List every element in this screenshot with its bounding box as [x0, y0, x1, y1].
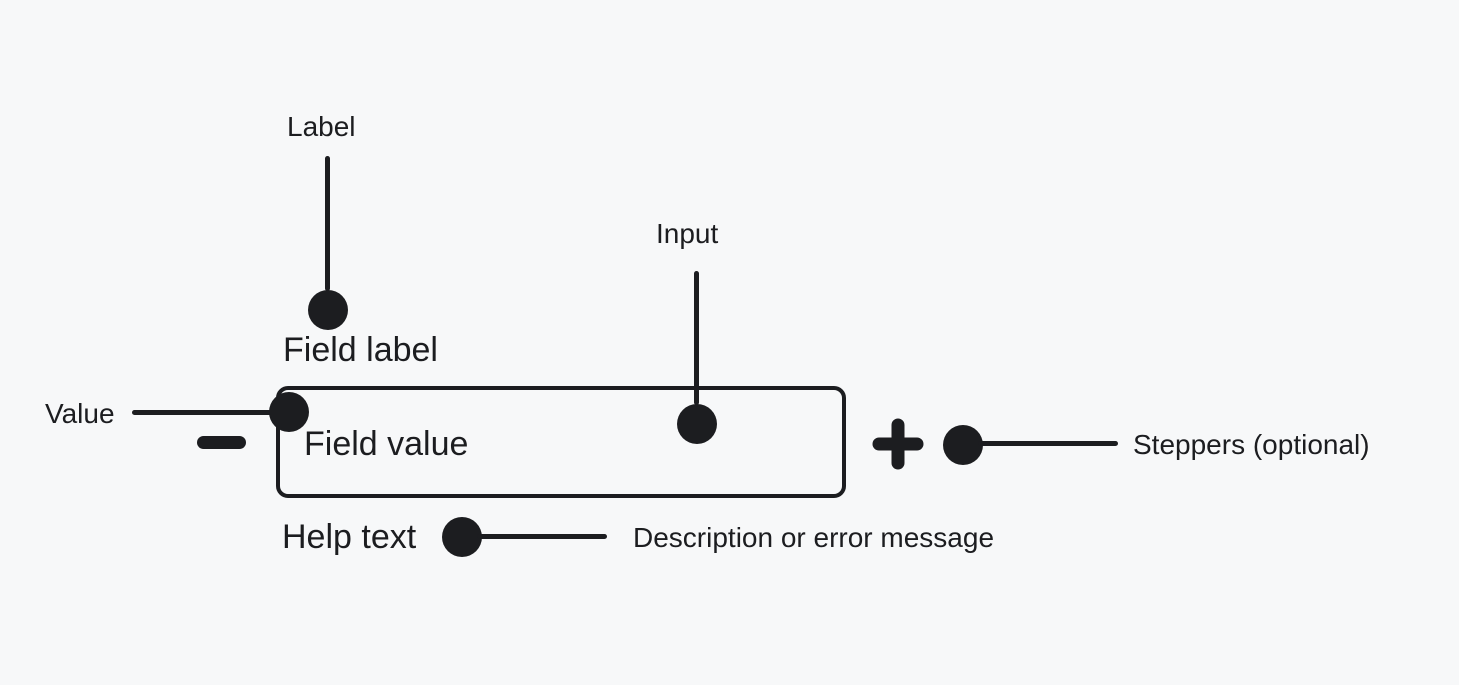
input-connector-dot	[677, 404, 717, 444]
steppers-annotation-text: Steppers (optional)	[1133, 429, 1370, 460]
minus-stepper-icon[interactable]	[197, 436, 246, 449]
field-label: Field label	[283, 331, 438, 369]
field-value: Field value	[304, 425, 469, 463]
number-input-field[interactable]	[276, 386, 846, 498]
plus-stepper-icon[interactable]	[872, 418, 924, 470]
help-connector-dot	[442, 517, 482, 557]
input-annotation-text: Input	[656, 218, 719, 249]
help-connector-line	[477, 534, 607, 539]
label-connector-dot	[308, 290, 348, 330]
steppers-connector-dot	[943, 425, 983, 465]
help-text: Help text	[282, 518, 417, 556]
input-connector-line	[694, 271, 699, 405]
label-connector-line	[325, 156, 330, 291]
help-annotation-text: Description or error message	[633, 522, 995, 553]
steppers-connector-line	[978, 441, 1118, 446]
label-annotation-text: Label	[287, 111, 356, 142]
value-annotation-text: Value	[45, 398, 115, 429]
value-connector-line	[132, 410, 282, 415]
value-connector-dot	[269, 392, 309, 432]
